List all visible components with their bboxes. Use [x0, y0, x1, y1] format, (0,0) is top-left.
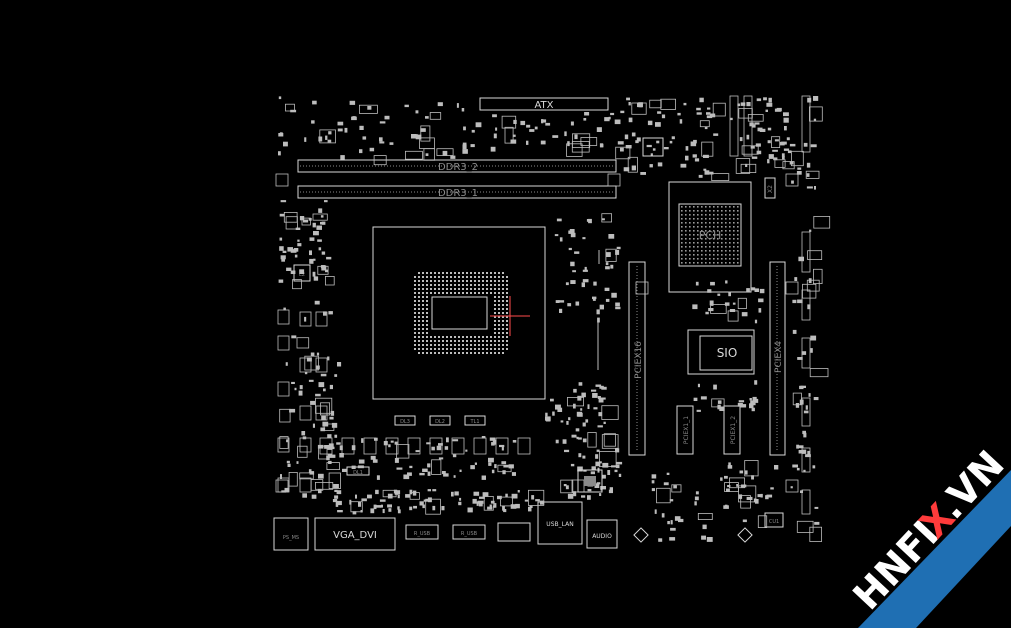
diamond-part-left[interactable]	[633, 527, 649, 543]
part-x2[interactable]: X2	[764, 177, 776, 199]
usb-lan-connector[interactable]: USB_LAN	[537, 501, 583, 545]
usb-lan-label: USB_LAN	[546, 521, 573, 528]
audio-label: AUDIO	[592, 533, 612, 540]
part-tl1[interactable]: TL1	[464, 415, 486, 426]
pciex1-2-slot[interactable]: PCIEX1_2	[723, 405, 741, 455]
part-dl2[interactable]: DL2	[429, 415, 451, 426]
pciex1-1-label: PCIEX1_1	[683, 416, 690, 444]
ddr3-2-slot[interactable]: DDR3_2	[297, 159, 617, 173]
cpu-socket[interactable]	[372, 226, 546, 400]
ddr3-1-slot[interactable]: DDR3_1	[297, 185, 617, 199]
pch-label: PCH	[699, 229, 722, 242]
vga-dvi-connector[interactable]: VGA_DVI	[314, 517, 396, 551]
r-usb-a-connector[interactable]: R_USB	[405, 524, 439, 540]
part-cu1[interactable]: CU1	[764, 512, 784, 528]
r-usb-a-label: R_USB	[414, 531, 431, 537]
pciex1-2-label: PCIEX1_2	[730, 416, 737, 444]
ps-ms-connector[interactable]: PS_MS	[273, 517, 309, 551]
ddr3-2-label: DDR3_2	[438, 162, 478, 173]
pciex16-slot[interactable]: PCIEX16	[628, 261, 646, 456]
audio-connector[interactable]: AUDIO	[586, 519, 618, 549]
diamond-part-right[interactable]	[737, 527, 753, 543]
cpu-pin-grid	[414, 272, 508, 354]
pch-chip[interactable]: PCH	[668, 181, 752, 293]
x2-label: X2	[767, 185, 774, 193]
ddr3-1-label: DDR3_1	[438, 188, 478, 199]
atx-label: ATX	[534, 100, 553, 111]
cu1-label: CU1	[769, 519, 779, 525]
sio-label: SIO	[717, 346, 738, 360]
pch-pin-grid	[681, 206, 739, 264]
ps-ms-label: PS_MS	[283, 535, 299, 541]
sio-chip[interactable]: SIO	[687, 329, 755, 375]
atx-connector[interactable]: ATX	[479, 97, 609, 111]
pciex16-label: PCIEX16	[634, 341, 644, 379]
r-usb-b-connector[interactable]: R_USB	[452, 524, 486, 540]
dl1-label: DL1	[353, 470, 363, 476]
usb-header[interactable]	[497, 522, 531, 542]
r-usb-b-label: R_USB	[461, 531, 478, 537]
passive-components	[275, 95, 831, 542]
tl1-label: TL1	[469, 419, 479, 425]
part-dl3[interactable]: DL3	[394, 415, 416, 426]
watermark: HNFI X .VN	[844, 442, 1011, 628]
l2-label: L2	[299, 272, 305, 278]
pciex4-label: PCIEX4	[774, 341, 784, 373]
dl2-label: DL2	[435, 419, 445, 425]
pciex1-1-slot[interactable]: PCIEX1_1	[676, 405, 694, 455]
vga-dvi-label: VGA_DVI	[333, 530, 377, 541]
dl3-label: DL3	[400, 419, 410, 425]
pciex4-slot[interactable]: PCIEX4	[769, 261, 786, 456]
